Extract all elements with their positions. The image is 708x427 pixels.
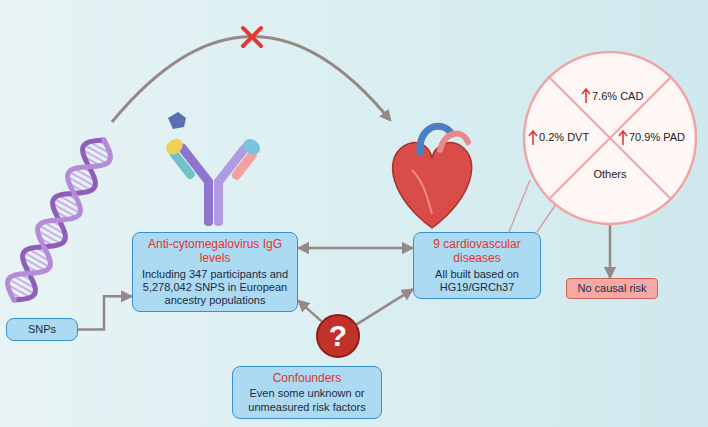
connector-arrow	[298, 247, 413, 250]
antibody	[163, 112, 264, 226]
node-title: 70.9% PAD	[629, 131, 685, 144]
outcome-box: 9 cardiovascular diseasesAll built based…	[413, 232, 541, 299]
heart	[393, 126, 472, 228]
node-title: Anti-cytomegalovirus IgG levels	[139, 237, 291, 266]
confounder-symbol: ?	[316, 314, 360, 358]
exposure-box: Anti-cytomegalovirus IgG levelsIncluding…	[132, 232, 298, 312]
increase-arrow	[582, 89, 590, 103]
confounder-box: ConfoundersEven some unknown or unmeasur…	[232, 366, 382, 419]
increase-arrow	[619, 131, 627, 145]
node-title: SNPs	[13, 323, 71, 336]
direct-path-arrow	[112, 36, 390, 122]
dna-strand	[8, 140, 111, 300]
node-title: 9 cardiovascular diseases	[420, 237, 534, 266]
heart-detail	[412, 170, 432, 214]
result-quadrant: 7.6% CAD	[592, 90, 643, 103]
antibody-tip	[163, 136, 186, 158]
connector-arrow	[298, 300, 322, 321]
result-quadrant: Others	[590, 168, 630, 181]
node-title: No causal risk	[573, 282, 651, 295]
dna-helix	[8, 140, 111, 300]
label-box: SNPs	[6, 318, 78, 341]
node-title: Others	[590, 168, 630, 181]
node-title: 0.2% DVT	[539, 131, 589, 144]
result-box: No causal risk	[566, 278, 658, 299]
cross-mark	[243, 28, 261, 46]
heart-vessel	[440, 134, 468, 150]
antibody-tip	[240, 136, 263, 158]
node-body: All built based on HG19/GRCh37	[420, 268, 534, 294]
result-quadrant: 0.2% DVT	[539, 131, 589, 144]
antigen	[168, 112, 186, 129]
node-body: Even some unknown or unmeasured risk fac…	[239, 387, 375, 413]
node-title: ?	[318, 316, 358, 356]
heart-body	[393, 143, 472, 228]
node-title: Confounders	[239, 371, 375, 385]
result-circle	[509, 52, 696, 232]
result-quadrant: 70.9% PAD	[629, 131, 685, 144]
node-body: Including 347 participants and 5,278,042…	[139, 268, 291, 308]
increase-arrow	[529, 131, 537, 145]
antibody-arm	[213, 136, 264, 194]
connector-arrow	[78, 296, 132, 329]
antibody-arm	[163, 135, 214, 193]
connector-arrow	[357, 289, 413, 324]
node-title: 7.6% CAD	[592, 90, 643, 103]
cross-mark	[243, 28, 261, 46]
result-ring	[524, 52, 696, 224]
